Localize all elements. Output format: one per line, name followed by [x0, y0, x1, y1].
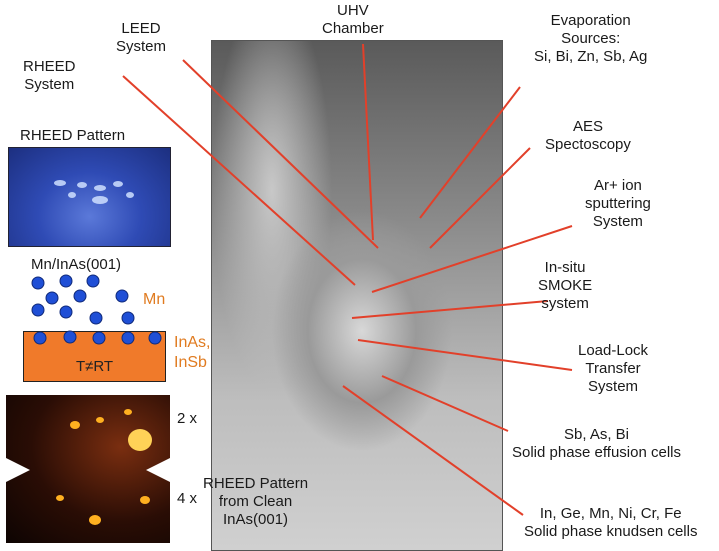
- multiplier-2x-label: 2 x: [177, 410, 198, 427]
- rheed-pattern-title: RHEED Pattern: [20, 127, 126, 144]
- notch-right: [146, 458, 170, 482]
- mn-atom-dots: [31, 274, 162, 345]
- rheed-pattern-spots: [54, 180, 134, 204]
- mn-inas-label: Mn/InAs(001): [31, 256, 122, 273]
- mn-label: Mn: [143, 291, 166, 308]
- multiplier-4x-label: 4 x: [177, 490, 198, 507]
- annotation-arrows: [122, 43, 573, 516]
- temperature-label: T≠RT: [75, 358, 114, 375]
- rheed-clean-spots: [56, 409, 152, 525]
- inas-insb-label: InAs,InSb: [174, 334, 211, 371]
- rheed-pattern-image: [8, 147, 171, 247]
- notch-left: [6, 458, 30, 482]
- rheed-clean-pattern-image: [6, 395, 170, 543]
